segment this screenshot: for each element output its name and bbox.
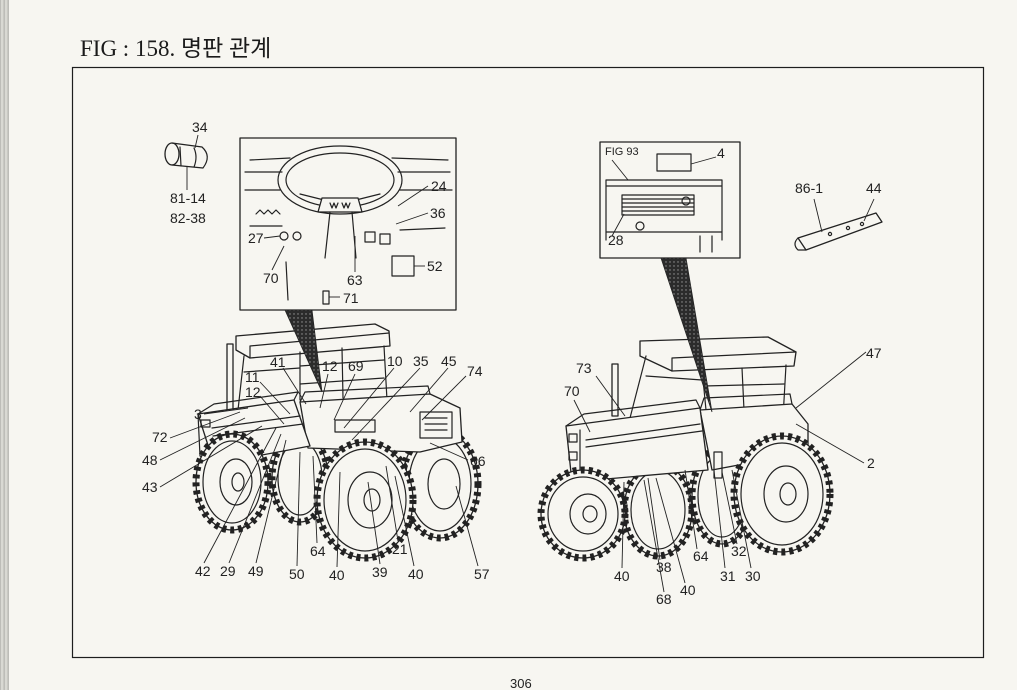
callout-44: 44: [866, 180, 882, 196]
callout-72: 72: [152, 429, 168, 445]
callout-43: 43: [142, 479, 158, 495]
leader-28: [611, 213, 625, 237]
bracket-part-group: 86-1 44: [794, 180, 883, 251]
callout-40-right-b: 40: [680, 582, 696, 598]
dashboard-inset-pointer: [284, 309, 323, 393]
callout-70-inset: 70: [263, 270, 279, 286]
right-tractor-leader-lines: [573, 351, 867, 593]
callout-28: 28: [608, 232, 624, 248]
figure-title: FIG : 158. 명판 관계: [80, 36, 271, 61]
lever-icon: [255, 209, 281, 215]
dashboard-inset-frame: [239, 137, 457, 311]
bracket-part: [797, 212, 883, 251]
left-tractor-leader-lines: [159, 367, 479, 568]
leader-34: [194, 134, 199, 149]
left-tractor: 41 12 69 10 35 45 74 11 12 3 72 48 43 66…: [142, 323, 490, 583]
callout-11: 11: [245, 369, 260, 385]
callout-70-right: 70: [564, 383, 580, 399]
callout-86-1: 86-1: [795, 180, 823, 196]
callout-35: 35: [413, 353, 429, 369]
callout-81-14: 81-14: [170, 190, 206, 206]
left-tractor-exhaust: [226, 343, 234, 411]
callout-29: 29: [220, 563, 236, 579]
callout-31: 31: [720, 568, 736, 584]
callout-66: 66: [470, 453, 486, 469]
callout-4: 4: [717, 145, 725, 161]
callout-45: 45: [441, 353, 457, 369]
right-tractor-hood: [565, 399, 709, 483]
callout-63: 63: [347, 272, 363, 288]
steering-wheel: [277, 145, 403, 215]
callout-50: 50: [289, 566, 305, 582]
callout-21: 21: [392, 541, 408, 557]
grille: [621, 194, 695, 216]
part-34-cap: [164, 142, 180, 166]
nameplate: [656, 153, 692, 172]
fig-93-reference: FIG 93: [605, 146, 639, 158]
hood-inset-pointer: [660, 257, 713, 413]
hood-inset-frame: [599, 141, 741, 259]
right-tractor: 73 70 47 2 40 38 68 40 64 32 31 30: [537, 336, 882, 607]
left-tractor-front-wheel: [192, 430, 272, 534]
left-tractor-rear-wheel: [313, 438, 417, 562]
part-34-body: [171, 142, 208, 169]
page-number: 306: [510, 676, 532, 690]
callout-36: 36: [430, 205, 446, 221]
leader-27: [263, 235, 281, 239]
right-tractor-exhaust: [611, 363, 619, 417]
callout-40-left-b: 40: [408, 566, 424, 582]
leader-44: [863, 198, 875, 222]
callout-2: 2: [867, 455, 875, 471]
leader-36: [395, 212, 429, 225]
callout-73: 73: [576, 360, 592, 376]
callout-27: 27: [248, 230, 264, 246]
dashboard-inset: 24 36 27 70 63 52 71: [239, 137, 457, 311]
callout-10: 10: [387, 353, 403, 369]
part-34-group: 34 81-14 82-38: [164, 119, 208, 226]
callout-71: 71: [343, 290, 359, 306]
callout-32: 32: [731, 543, 747, 559]
callout-74: 74: [467, 363, 483, 379]
callout-42: 42: [195, 563, 211, 579]
callout-47: 47: [866, 345, 882, 361]
callout-64-right: 64: [693, 548, 709, 564]
leader-86-1: [813, 198, 823, 233]
left-tractor-body: [299, 385, 463, 453]
callout-38: 38: [656, 559, 672, 575]
hood-inset: FIG 93 4 28: [599, 141, 741, 259]
callout-40-right-a: 40: [614, 568, 630, 584]
callout-30: 30: [745, 568, 761, 584]
callout-64-left: 64: [310, 543, 326, 559]
right-tractor-far-front-wheel: [620, 460, 696, 560]
callout-34: 34: [192, 119, 208, 135]
figure-frame: [71, 66, 985, 659]
leader-fig-93: [611, 159, 629, 181]
right-tractor-front-wheel: [537, 466, 629, 562]
plate-71-icon: [322, 290, 330, 305]
scan-binding-edge: [0, 0, 9, 690]
right-tractor-cab: [629, 336, 797, 419]
callout-24: 24: [431, 178, 447, 194]
callout-12-upper: 12: [322, 358, 338, 374]
side-plate: [713, 451, 723, 479]
callout-49: 49: [248, 563, 264, 579]
leader-4: [690, 156, 717, 165]
right-tractor-rear-wheel: [730, 432, 834, 556]
callout-12-lower: 12: [245, 384, 261, 400]
callout-68: 68: [656, 591, 672, 607]
callout-3: 3: [194, 406, 202, 422]
leader-70: [271, 245, 285, 271]
callout-39: 39: [372, 564, 388, 580]
leader-24: [397, 185, 429, 207]
callout-52: 52: [427, 258, 443, 274]
steering-hub: [317, 197, 363, 213]
callout-48: 48: [142, 452, 158, 468]
callout-41: 41: [270, 354, 286, 370]
callout-69: 69: [348, 358, 364, 374]
callout-57: 57: [474, 566, 490, 582]
callout-82-38: 82-38: [170, 210, 206, 226]
callout-40-left-a: 40: [329, 567, 345, 583]
